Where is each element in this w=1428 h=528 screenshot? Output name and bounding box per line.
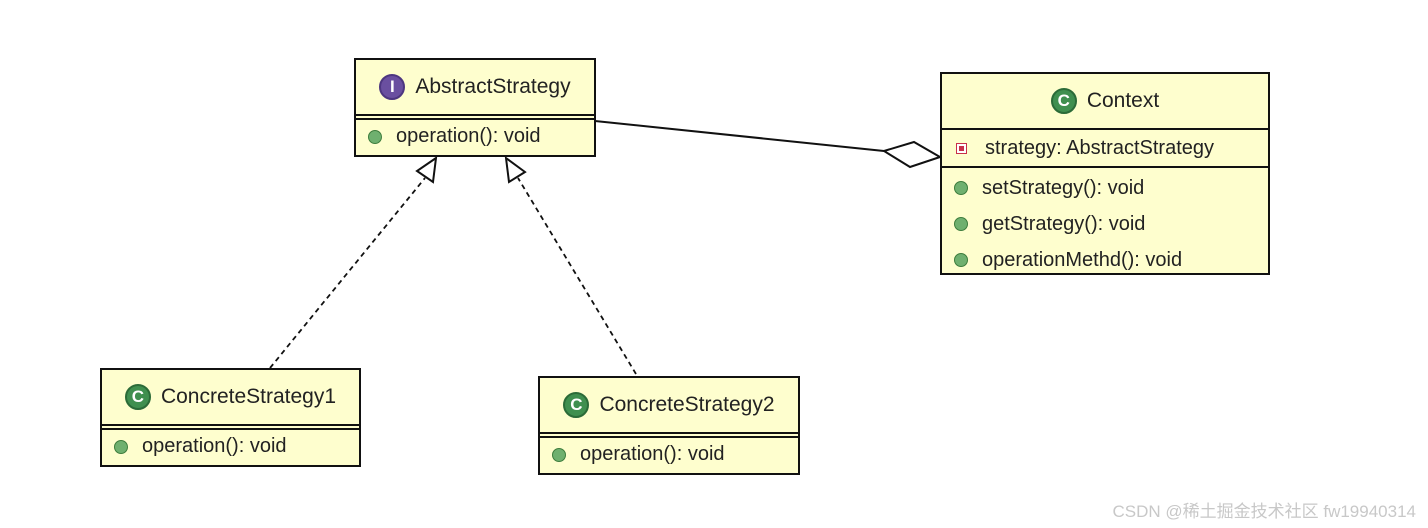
methods-compartment: setStrategy(): void getStrategy(): void … bbox=[942, 168, 1268, 278]
realization-line-1 bbox=[269, 177, 426, 369]
fields-compartment bbox=[356, 114, 594, 120]
separator bbox=[942, 128, 1268, 130]
method-item: operation(): void bbox=[356, 120, 594, 153]
concrete-strategy2-class[interactable]: C ConcreteStrategy2 operation(): void bbox=[538, 376, 800, 475]
class-header: C ConcreteStrategy2 bbox=[540, 378, 798, 432]
method-item: operationMethd(): void bbox=[942, 242, 1268, 278]
method-item: operation(): void bbox=[102, 430, 359, 463]
method-signature: operation(): void bbox=[580, 443, 725, 465]
class-name: ConcreteStrategy1 bbox=[160, 385, 337, 408]
fields-compartment bbox=[540, 432, 798, 438]
class-header: C ConcreteStrategy1 bbox=[102, 370, 359, 424]
class-name: AbstractStrategy bbox=[415, 75, 571, 98]
method-signature: operation(): void bbox=[396, 125, 541, 147]
realization-arrowhead-2 bbox=[504, 155, 527, 184]
public-method-icon bbox=[552, 447, 566, 462]
class-name: Context bbox=[1086, 89, 1160, 112]
interface-icon: I bbox=[379, 74, 406, 100]
method-item: operation(): void bbox=[540, 438, 798, 471]
public-method-icon bbox=[114, 439, 128, 454]
context-class[interactable]: C Context strategy: AbstractStrategy set… bbox=[940, 72, 1270, 275]
private-field-icon bbox=[956, 142, 967, 154]
field-signature: strategy: AbstractStrategy bbox=[985, 136, 1214, 159]
method-signature: operation(): void bbox=[142, 435, 287, 457]
class-icon: C bbox=[563, 392, 590, 418]
watermark: CSDN @稀土掘金技术社区 fw19940314 bbox=[1112, 502, 1416, 521]
aggregation-line bbox=[594, 120, 885, 152]
realization-arrowhead-1 bbox=[415, 155, 438, 184]
method-signature: getStrategy(): void bbox=[982, 212, 1146, 235]
method-item: getStrategy(): void bbox=[942, 206, 1268, 242]
public-method-icon bbox=[954, 181, 968, 195]
fields-compartment bbox=[102, 424, 359, 430]
class-icon: C bbox=[124, 384, 151, 410]
separator bbox=[942, 166, 1268, 168]
method-item: setStrategy(): void bbox=[942, 170, 1268, 206]
method-signature: operationMethd(): void bbox=[982, 248, 1183, 271]
realization-line-2 bbox=[517, 177, 637, 375]
class-name: ConcreteStrategy2 bbox=[599, 393, 775, 416]
public-method-icon bbox=[954, 253, 968, 267]
class-header: C Context bbox=[942, 74, 1268, 128]
method-signature: setStrategy(): void bbox=[982, 176, 1145, 199]
concrete-strategy1-class[interactable]: C ConcreteStrategy1 operation(): void bbox=[100, 368, 361, 467]
class-header: I AbstractStrategy bbox=[356, 60, 594, 114]
field-item: strategy: AbstractStrategy bbox=[942, 130, 1268, 166]
abstract-strategy-class[interactable]: I AbstractStrategy operation(): void bbox=[354, 58, 596, 157]
public-method-icon bbox=[954, 217, 968, 231]
public-method-icon bbox=[368, 129, 382, 144]
aggregation-diamond bbox=[881, 140, 943, 169]
class-icon: C bbox=[1050, 88, 1077, 114]
